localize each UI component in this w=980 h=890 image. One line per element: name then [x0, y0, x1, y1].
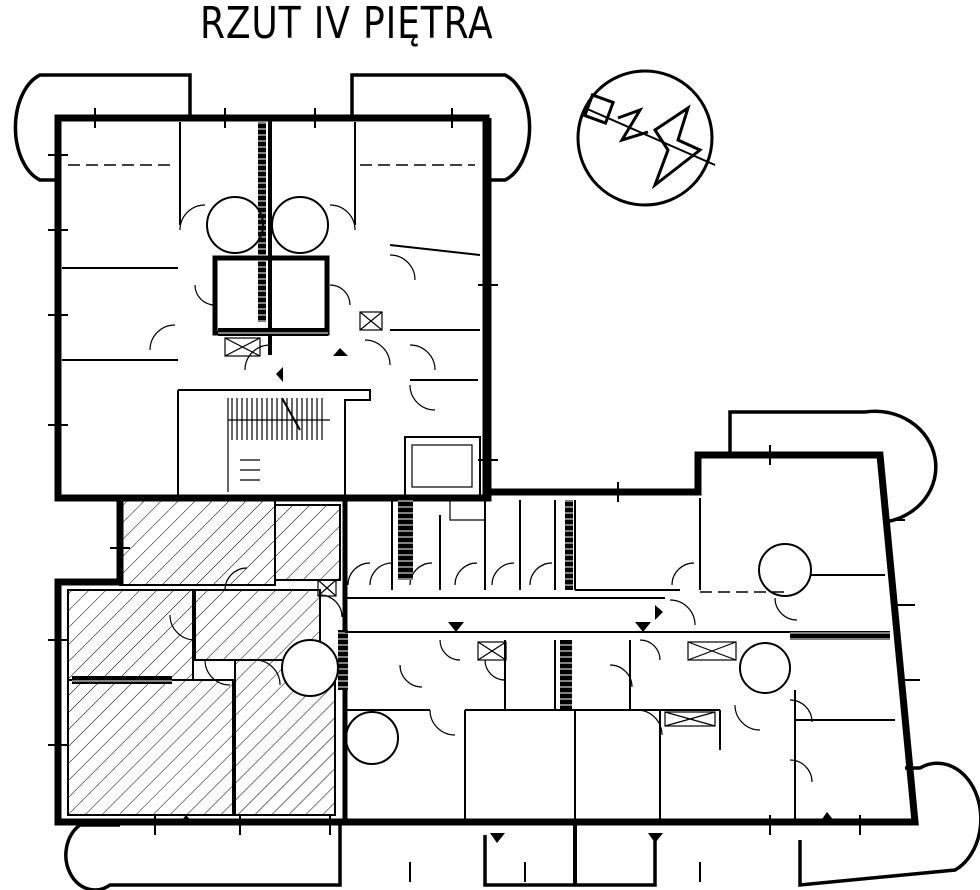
west-wing [54, 494, 348, 890]
north-arrow-icon [576, 69, 716, 207]
staircase [227, 397, 330, 492]
window-markers [48, 108, 920, 882]
east-wing [317, 118, 980, 887]
plan-title: RZUT IV PIĘTRA [200, 0, 494, 49]
north-wing [13, 73, 532, 502]
